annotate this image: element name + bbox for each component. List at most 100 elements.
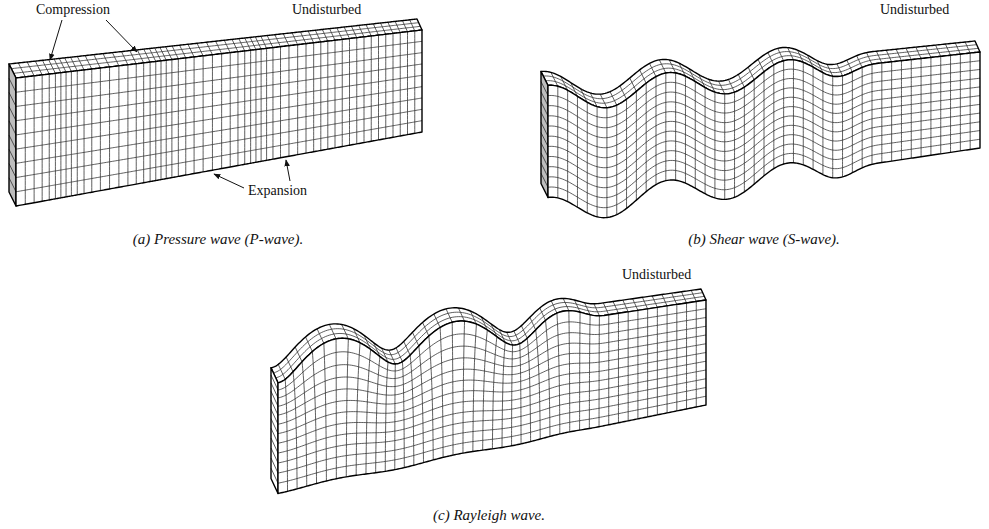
figure-caption: (b) Shear wave (S-wave). (688, 230, 840, 248)
front-face-edge (16, 30, 422, 206)
mesh-line (351, 26, 356, 37)
mesh-line (203, 56, 204, 172)
mesh-line (313, 43, 314, 152)
mesh-line (77, 71, 78, 195)
mesh-line (773, 65, 774, 169)
mesh-line (342, 39, 343, 146)
mesh-line (728, 79, 734, 92)
mesh-line (344, 27, 349, 39)
end-face-edge (541, 71, 548, 197)
mesh-line (42, 75, 43, 201)
mesh-line (662, 295, 667, 306)
mesh-line (410, 20, 415, 31)
mesh-line (278, 396, 706, 483)
mesh-line (616, 105, 617, 214)
mesh-line (127, 65, 128, 186)
mesh-line (667, 306, 668, 413)
mesh-line (600, 94, 607, 108)
mesh-line (194, 57, 195, 174)
mesh-line (160, 47, 166, 60)
mesh-line (180, 45, 186, 58)
mesh-line (881, 63, 882, 163)
mesh-line (327, 41, 328, 149)
mesh-line (295, 347, 302, 362)
leader-arrow (286, 160, 290, 181)
mesh-line (463, 321, 465, 453)
mesh-line (628, 312, 629, 421)
mesh-line (610, 92, 617, 106)
mesh-line (940, 56, 941, 153)
mesh-line (245, 38, 251, 50)
mesh-line (278, 364, 285, 379)
mesh-line (271, 375, 278, 390)
mesh-line (832, 76, 833, 177)
mesh-line (502, 342, 505, 447)
mesh-line (130, 51, 136, 64)
mesh-line (297, 45, 298, 155)
mesh-line (308, 31, 314, 43)
mesh-line (594, 304, 599, 316)
mesh-line (473, 324, 477, 451)
mesh-line (143, 63, 144, 183)
end-face (271, 368, 278, 494)
mesh-line (349, 39, 350, 146)
end-face-fill (9, 64, 16, 206)
mesh-line (665, 73, 666, 181)
mesh-line (9, 107, 16, 121)
mesh-line (852, 72, 853, 173)
mesh-line (137, 50, 143, 63)
mesh-line (109, 67, 110, 189)
mesh-line (9, 78, 16, 92)
wave-zone-label: Expansion (248, 183, 307, 199)
mesh-line (239, 39, 245, 51)
mesh-line (936, 45, 941, 56)
mesh-line (396, 348, 402, 362)
mesh-line (950, 55, 951, 152)
mesh-line (452, 322, 454, 455)
mesh-line (691, 290, 696, 301)
mesh-line (563, 298, 569, 310)
end-face-edge (271, 368, 278, 494)
mesh-line (748, 67, 754, 80)
mesh-line (926, 46, 931, 57)
end-face-fill (271, 368, 278, 494)
mesh-line (216, 41, 222, 53)
mesh-line (685, 76, 686, 183)
mesh-line (9, 164, 16, 178)
mesh-line (388, 22, 393, 33)
mesh-line (18, 63, 25, 77)
mesh-line (394, 364, 396, 470)
mesh-line (312, 352, 316, 484)
mesh-line (512, 345, 513, 446)
mesh-line (613, 301, 618, 313)
mesh-line (764, 72, 765, 176)
mesh-line (867, 53, 873, 65)
mesh-line (255, 50, 256, 163)
mesh-line (185, 58, 186, 175)
mesh-line (695, 82, 696, 189)
mesh-line (91, 69, 92, 192)
mesh-line (77, 56, 84, 69)
mesh-line (155, 48, 161, 61)
mesh-line (306, 44, 307, 153)
mesh-line (768, 53, 774, 65)
rayleigh-wave-block (271, 289, 706, 493)
mesh-line (302, 362, 307, 486)
mesh-line (364, 37, 365, 143)
mesh-line (150, 62, 151, 181)
mesh-line (402, 362, 404, 468)
front-face-edge (278, 300, 706, 493)
mesh-line (306, 337, 313, 352)
mesh-line (315, 30, 320, 42)
mesh-line (230, 53, 231, 167)
mesh-line (862, 67, 863, 167)
mesh-line (672, 293, 677, 304)
mesh-line (244, 51, 245, 164)
mesh-line (696, 301, 697, 407)
mesh-line (366, 349, 371, 474)
mesh-line (676, 304, 677, 411)
mesh-line (514, 331, 520, 344)
mesh-line (714, 92, 715, 198)
wave-zone-label: Compression (36, 2, 110, 18)
mesh-line (650, 63, 657, 76)
